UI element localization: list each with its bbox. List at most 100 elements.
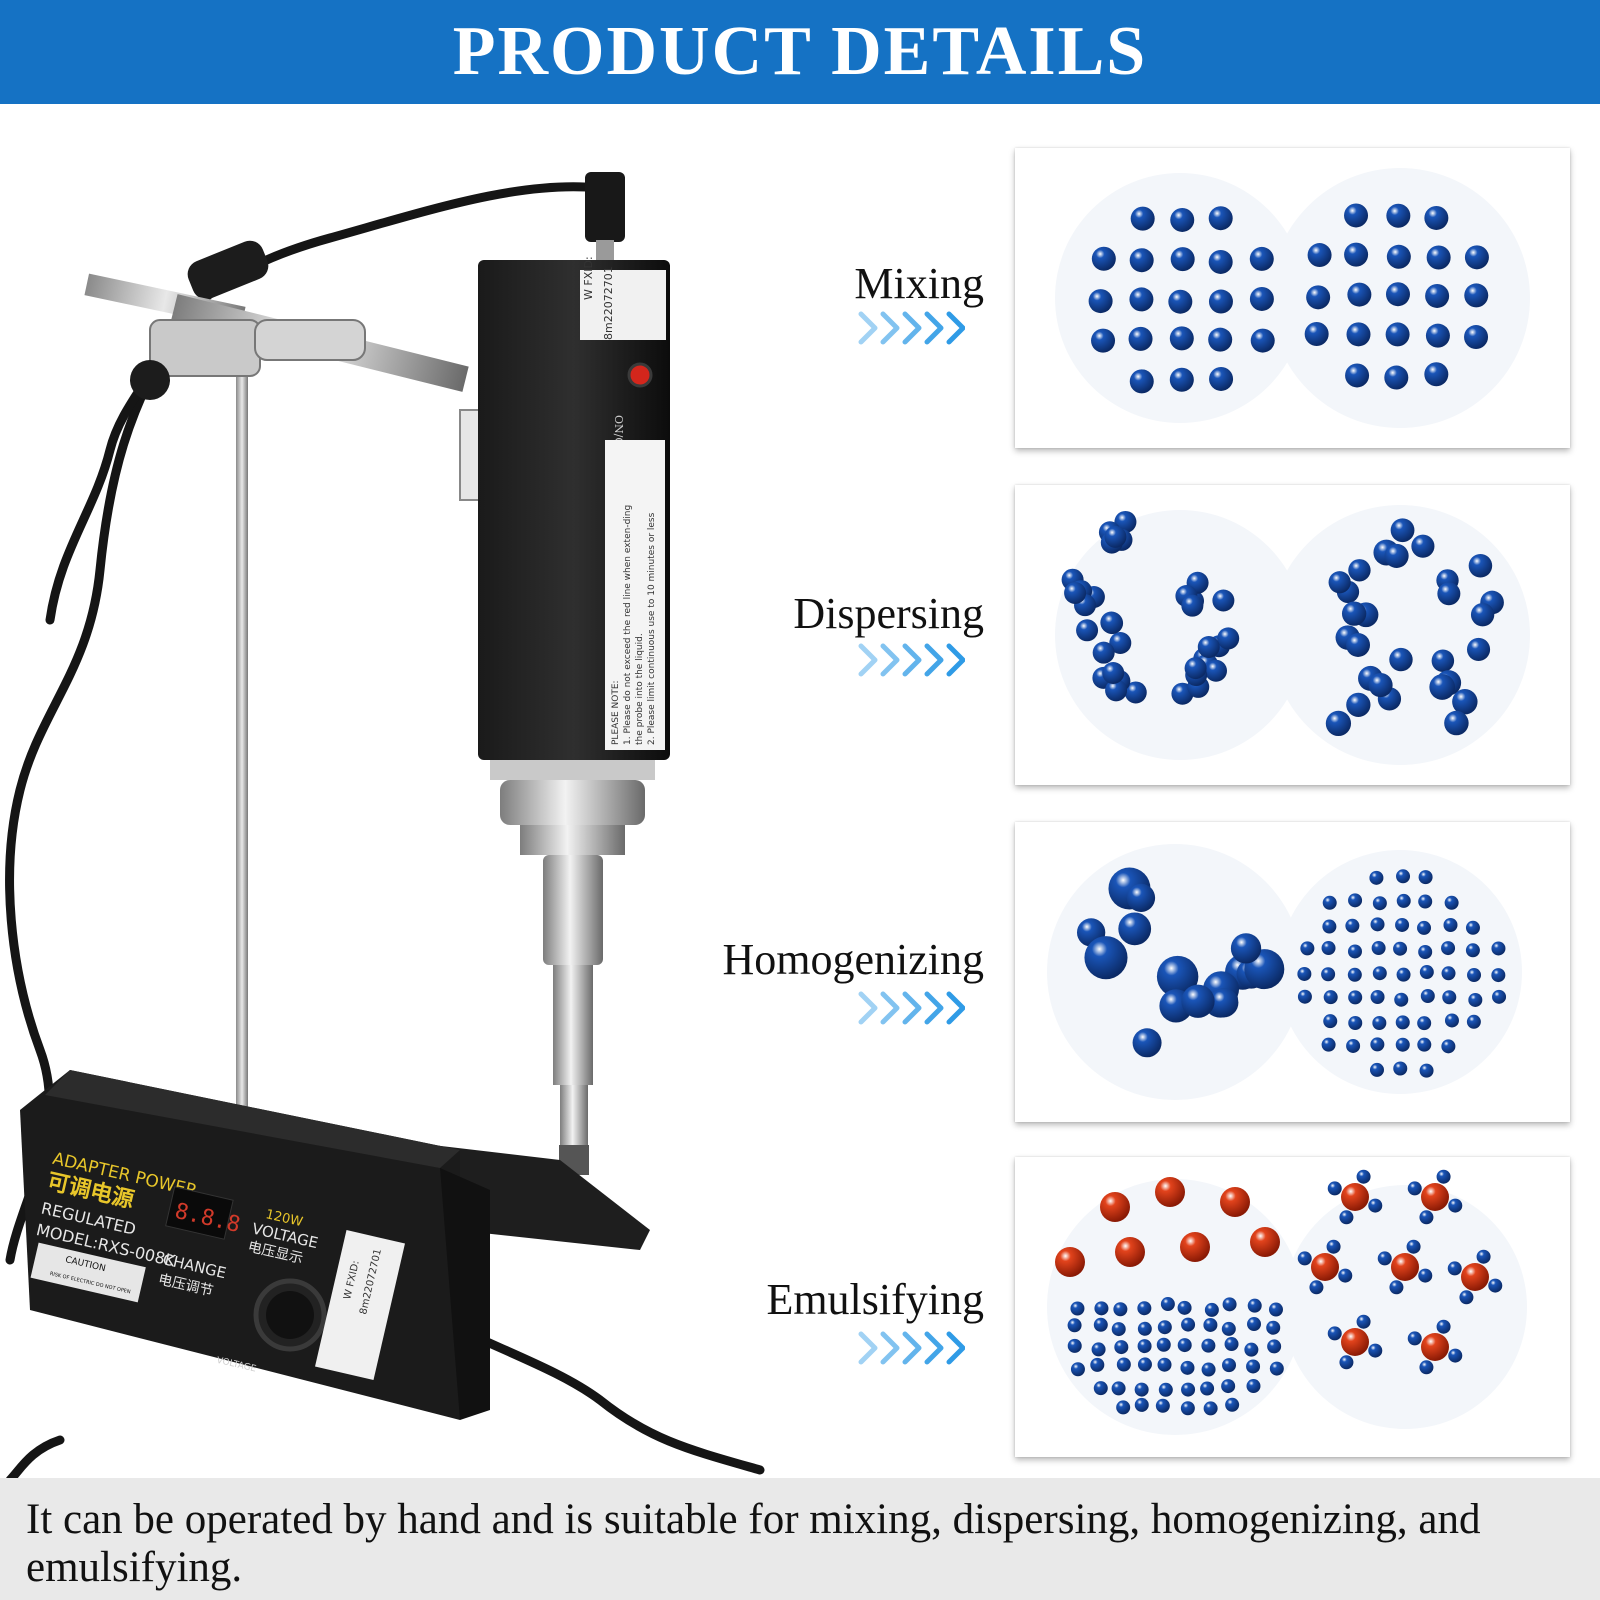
particle: [1156, 955, 1199, 998]
particle: [1464, 245, 1489, 270]
particle: [1323, 990, 1338, 1005]
particle: [1466, 637, 1491, 662]
serial-number: 8m22072701: [602, 266, 615, 340]
particle: [1129, 248, 1154, 273]
particle: [1339, 1210, 1354, 1225]
particle: [1076, 619, 1099, 642]
mixing-illustration: [1055, 168, 1530, 428]
particle: [1418, 894, 1433, 909]
particle: [1267, 1339, 1282, 1354]
particle: [1208, 327, 1233, 352]
probe: [490, 760, 655, 1175]
homogenizer-body: W FXID: 8m22072701 ON/OFF PLEASE NOTE: 1…: [478, 256, 670, 760]
particle: [1345, 363, 1370, 388]
particle: [1181, 1382, 1196, 1397]
particle: [1203, 1317, 1218, 1332]
particle: [1419, 1360, 1434, 1375]
particle: [1177, 1338, 1192, 1353]
particle: [1091, 246, 1116, 271]
particle: [1396, 869, 1411, 884]
particle: [1443, 917, 1458, 932]
particle: [1346, 322, 1371, 347]
particle: [1407, 1181, 1422, 1196]
particle: [1300, 941, 1315, 956]
particle: [1200, 1381, 1215, 1396]
particle: [1421, 1183, 1449, 1211]
particle: [1421, 1333, 1449, 1361]
particle: [1356, 1314, 1371, 1329]
particle: [1370, 989, 1385, 1004]
particle: [1111, 1381, 1126, 1396]
particle: [1417, 1037, 1432, 1052]
particle: [1347, 944, 1362, 959]
particle: [1205, 659, 1228, 682]
chevron-arrows-icon: [858, 311, 965, 345]
particle: [1420, 989, 1435, 1004]
particle: [1341, 1328, 1369, 1356]
particle: [1246, 1379, 1261, 1394]
power-adapter: ADAPTER POWER 可调电源 REGULATED MODEL:RXS-0…: [20, 1070, 490, 1420]
particle: [1368, 1343, 1383, 1358]
particle: [1221, 1321, 1236, 1336]
clamp-arm: [84, 273, 531, 501]
particle: [1390, 518, 1415, 543]
particle: [1092, 641, 1115, 664]
particle: [1100, 1192, 1130, 1222]
particle: [1304, 322, 1329, 347]
process-label-mixing: Mixing: [854, 259, 984, 308]
particle: [1249, 286, 1274, 311]
particle: [1339, 1355, 1354, 1370]
particle: [1491, 941, 1506, 956]
particle: [1116, 1400, 1131, 1415]
particle: [1321, 967, 1336, 982]
particle: [1396, 967, 1411, 982]
particle: [1180, 1232, 1210, 1262]
particle: [1327, 1181, 1342, 1196]
particle: [1424, 362, 1449, 387]
particle: [1452, 689, 1478, 715]
particle: [1269, 1361, 1284, 1376]
process-label-dispersing: Dispersing: [793, 589, 984, 638]
particle: [1465, 920, 1480, 935]
particle: [1137, 1339, 1152, 1354]
particle: [1160, 1297, 1175, 1312]
particle: [1184, 657, 1207, 680]
particle: [1448, 1348, 1463, 1363]
particle: [1348, 990, 1363, 1005]
particle: [1393, 1061, 1408, 1076]
particle: [1371, 941, 1386, 956]
particle: [1118, 912, 1152, 946]
particle: [1395, 1037, 1410, 1052]
particle: [1311, 1253, 1339, 1281]
particle: [1468, 992, 1483, 1007]
particle: [1425, 283, 1450, 308]
particle: [1115, 1237, 1145, 1267]
particle: [1348, 1016, 1363, 1031]
particle: [1307, 243, 1332, 268]
particle: [1419, 1210, 1434, 1225]
note-title: PLEASE NOTE:: [611, 680, 621, 745]
chevron-arrows-icon: [858, 643, 965, 677]
particle: [1348, 893, 1363, 908]
particle: [1137, 1301, 1152, 1316]
power-switch[interactable]: [627, 362, 653, 388]
particle: [1204, 1302, 1219, 1317]
particle: [1222, 1358, 1237, 1373]
particle: [1169, 367, 1194, 392]
particle: [1297, 1251, 1312, 1266]
particle: [1459, 1290, 1474, 1305]
particle: [1441, 941, 1456, 956]
particle: [1344, 203, 1369, 228]
particle: [1327, 1326, 1342, 1341]
particle: [1208, 206, 1233, 231]
particle: [1419, 965, 1434, 980]
particle: [1067, 1318, 1082, 1333]
particle: [1297, 966, 1312, 981]
particle: [1406, 1239, 1421, 1254]
particle: [1385, 282, 1410, 307]
particle: [1197, 636, 1220, 659]
sample-circle: [1283, 1185, 1527, 1429]
particle: [1309, 1280, 1324, 1295]
dispersing-panel: [1015, 485, 1570, 785]
particle: [1442, 990, 1457, 1005]
